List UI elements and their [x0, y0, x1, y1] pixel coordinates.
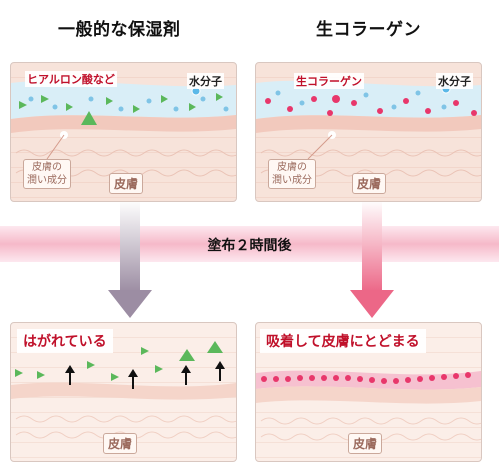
left-title: 一般的な保湿剤 — [58, 20, 181, 40]
right-title: 生コラーゲン — [316, 20, 421, 40]
right-moisture-line1: 皮膚の — [277, 162, 307, 173]
right-arrow — [350, 200, 394, 318]
left-status: はがれている — [17, 329, 113, 353]
right-bottom-illustration — [256, 370, 481, 441]
left-moisture-box: 皮膚の 潤い成分 — [23, 159, 71, 189]
left-top-panel: ヒアルロン酸など 水分子 皮膚の 潤い成分 皮膚 — [10, 62, 237, 202]
left-water-label: 水分子 — [187, 73, 224, 89]
ingredient-markers — [19, 93, 223, 125]
right-ingredient-label: 生コラーゲン — [294, 73, 364, 89]
time-caption: 塗布２時間後 — [207, 238, 292, 254]
right-status: 吸着して皮膚にとどまる — [260, 329, 426, 353]
right-moisture-line2: 潤い成分 — [272, 175, 312, 186]
time-band — [0, 226, 499, 262]
right-skin-label: 皮膚 — [352, 173, 387, 194]
attached-collagen-markers — [261, 372, 471, 384]
left-skin-label: 皮膚 — [109, 173, 144, 194]
right-water-label: 水分子 — [436, 73, 473, 89]
right-moisture-box: 皮膚の 潤い成分 — [268, 159, 316, 189]
left-bottom-skin-label: 皮膚 — [103, 433, 138, 454]
left-bottom-illustration — [11, 341, 236, 439]
left-moisture-line1: 皮膚の — [32, 162, 62, 173]
right-top-panel: 生コラーゲン 水分子 皮膚の 潤い成分 皮膚 — [255, 62, 482, 202]
left-moisture-line2: 潤い成分 — [27, 175, 67, 186]
lift-arrows — [65, 361, 225, 389]
left-arrow — [108, 200, 152, 318]
detached-ingredient-markers — [15, 341, 223, 381]
right-bottom-skin-label: 皮膚 — [348, 433, 383, 454]
left-ingredient-label: ヒアルロン酸など — [25, 71, 117, 87]
collagen-markers — [265, 95, 477, 116]
right-top-illustration — [256, 80, 481, 177]
right-bottom-panel: 吸着して皮膚にとどまる 皮膚 — [255, 322, 482, 462]
left-bottom-panel: はがれている 皮膚 — [10, 322, 237, 462]
water-markers — [28, 86, 229, 112]
